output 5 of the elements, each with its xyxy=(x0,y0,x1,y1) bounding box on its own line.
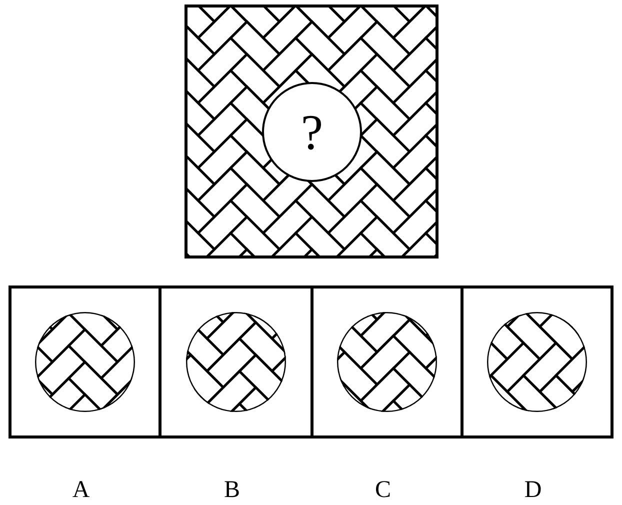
option-letter: A xyxy=(72,478,90,502)
option-letter: B xyxy=(224,478,240,502)
option-letter: D xyxy=(524,478,542,502)
option-letter: C xyxy=(375,478,391,502)
question-mark: ? xyxy=(300,107,324,157)
